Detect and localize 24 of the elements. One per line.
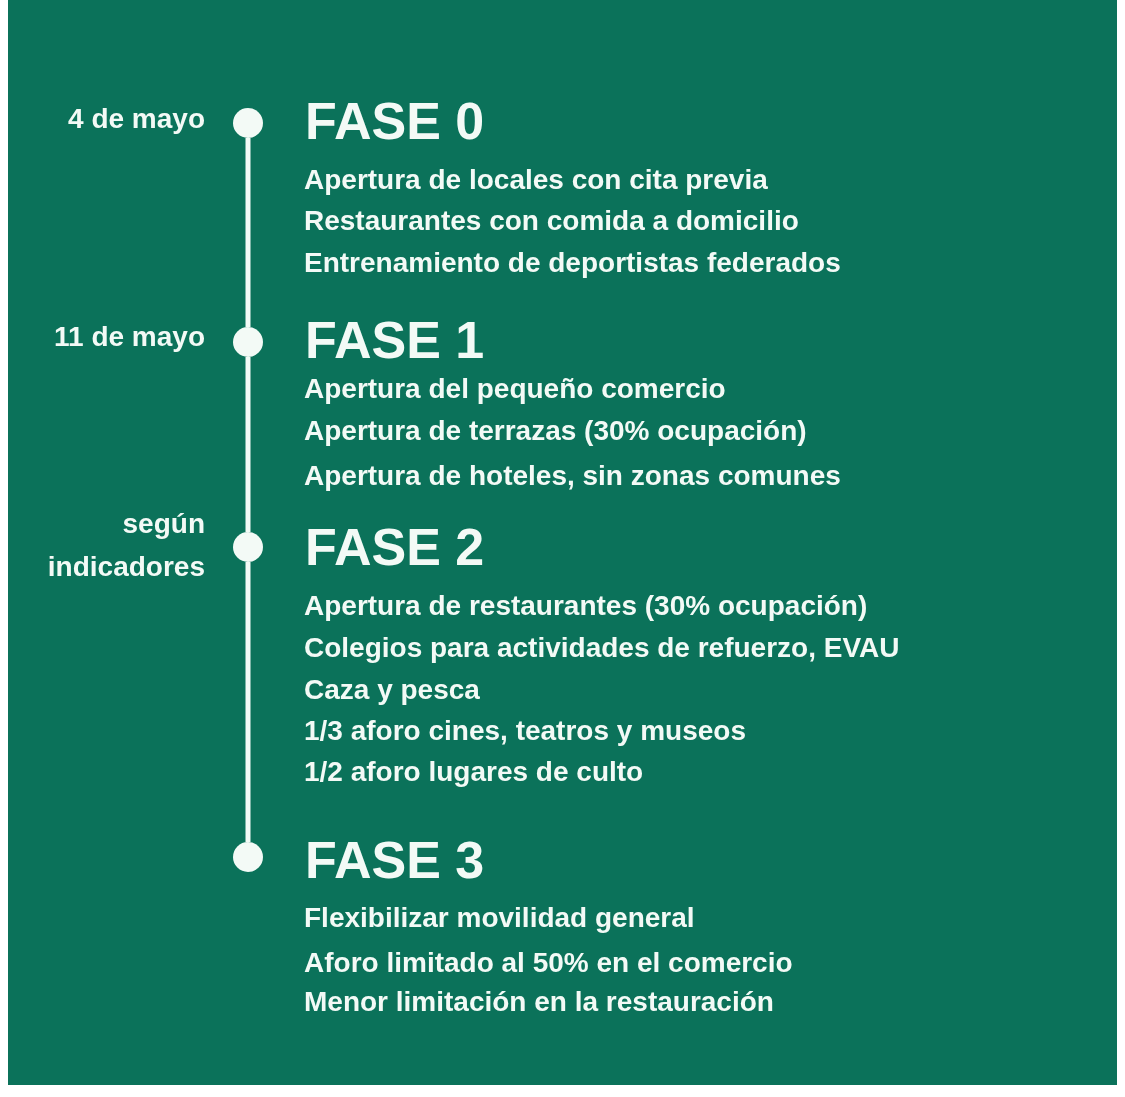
timeline-line <box>245 562 251 842</box>
measure-text: Restaurantes con comida a domicilio <box>304 204 799 238</box>
measure-text: Apertura de restaurantes (30% ocupación) <box>304 589 868 623</box>
measure-text: Flexibilizar movilidad general <box>304 901 695 935</box>
measure-text: Apertura de locales con cita previa <box>304 163 768 197</box>
phase-heading: FASE 2 <box>305 521 485 573</box>
measure-text: Aforo limitado al 50% en el comercio <box>304 946 793 980</box>
measure-text: Apertura de terrazas (30% ocupación) <box>304 414 807 448</box>
phase-heading: FASE 3 <box>305 834 485 886</box>
phase-heading: FASE 1 <box>305 314 485 366</box>
measure-text: 1/3 aforo cines, teatros y museos <box>304 714 746 748</box>
date-label: 11 de mayo <box>53 320 205 354</box>
measure-text: Caza y pesca <box>304 673 480 707</box>
measure-text: Entrenamiento de deportistas federados <box>304 246 841 280</box>
measure-text: Apertura del pequeño comercio <box>304 372 726 406</box>
date-label: según indicadores <box>46 507 205 584</box>
phase-heading: FASE 0 <box>305 95 485 147</box>
measure-text: Menor limitación en la restauración <box>304 985 774 1019</box>
timeline-line <box>245 357 251 532</box>
measure-text: 1/2 aforo lugares de culto <box>304 755 644 789</box>
timeline-line <box>245 138 251 327</box>
measure-text: Apertura de hoteles, sin zonas comunes <box>304 459 841 493</box>
date-label: 4 de mayo <box>67 102 205 136</box>
measure-text: Colegios para actividades de refuerzo, EVAU <box>304 631 900 665</box>
